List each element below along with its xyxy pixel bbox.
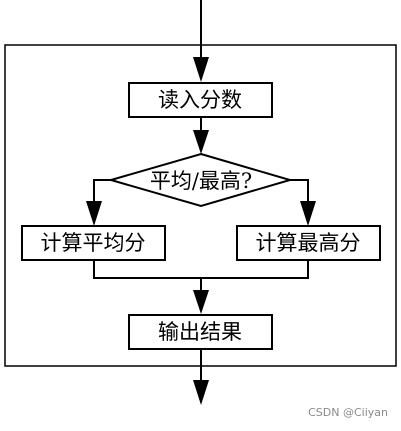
left-branch-arrowhead (86, 201, 102, 226)
decision-arrowhead (193, 130, 209, 154)
watermark-text: CSDN @Ciiyan (308, 406, 388, 419)
average-box-label: 计算平均分 (41, 231, 146, 255)
merge-connector (93, 260, 309, 279)
entry-arrowhead (193, 57, 209, 82)
output-box (128, 314, 273, 350)
right-branch-arrowhead (300, 201, 316, 226)
output-box-label: 输出结果 (158, 320, 242, 344)
max-box-label: 计算最高分 (256, 231, 361, 255)
output-arrowhead (193, 290, 209, 314)
left-branch-connector (93, 179, 111, 202)
exit-arrowhead (193, 380, 209, 405)
start-box-label: 读入分数 (158, 88, 242, 112)
right-branch-connector (290, 179, 309, 202)
decision-diamond (107, 152, 294, 208)
start-box (128, 82, 273, 118)
decision-label: 平均/最高? (150, 169, 252, 193)
